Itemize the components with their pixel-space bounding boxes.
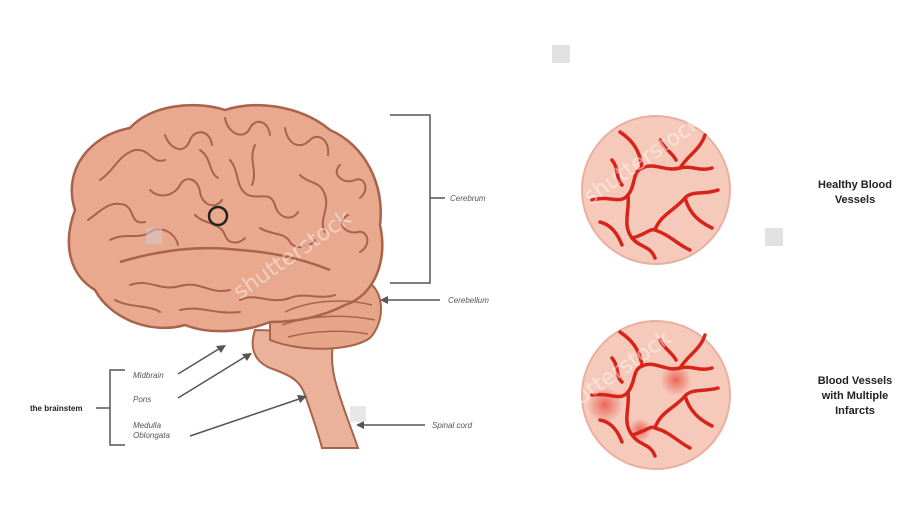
spinal-cord-arrow <box>356 421 425 429</box>
watermark-icon-2 <box>765 228 783 246</box>
watermark-icon-3 <box>146 228 162 244</box>
cerebrum-bracket <box>390 115 445 283</box>
cerebellum-label: Cerebellum <box>448 296 489 305</box>
pons-label: Pons <box>133 395 151 404</box>
spinal-cord-label: Spinal cord <box>432 421 473 430</box>
brain-illustration <box>69 105 382 448</box>
brainstem-label: the brainstem <box>30 404 82 413</box>
infarct-label-line3: Infarcts <box>835 405 875 417</box>
medulla-label-line2: Oblongata <box>133 431 170 440</box>
healthy-label-line1: Healthy Blood <box>818 179 892 191</box>
infarct-label-line2: with Multiple <box>821 390 889 402</box>
infarct-label-line1: Blood Vessels <box>818 375 893 387</box>
cerebrum-label: Cerebrum <box>450 194 486 203</box>
midbrain-label: Midbrain <box>133 371 164 380</box>
brainstem-bracket <box>96 370 125 445</box>
cerebellum-arrow <box>380 296 440 304</box>
medulla-label-line1: Medulla <box>133 421 162 430</box>
watermark-icon-4 <box>350 406 366 422</box>
healthy-label-line2: Vessels <box>835 194 875 206</box>
watermark-icon-1 <box>552 45 570 63</box>
